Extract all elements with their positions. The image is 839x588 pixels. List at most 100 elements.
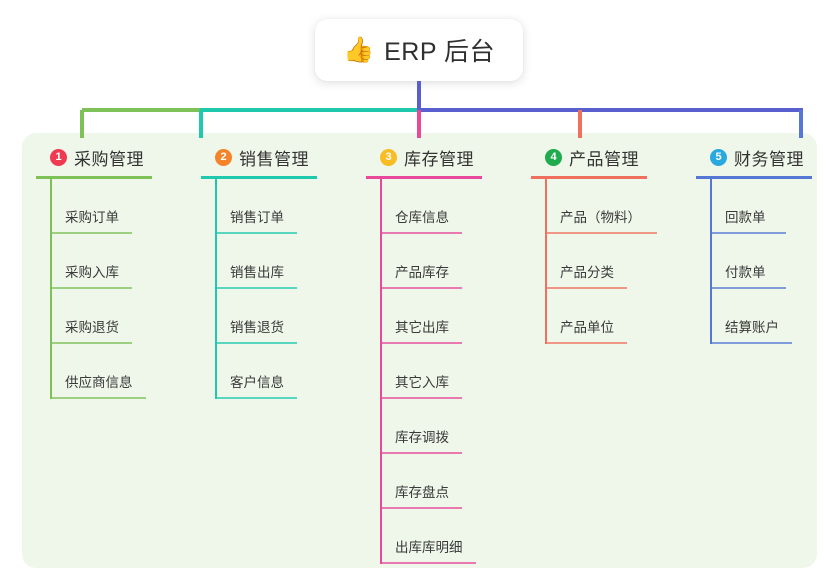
menu-item-label: 采购入库 [65, 265, 119, 280]
column-title-3: 库存管理 [404, 149, 474, 169]
menu-item-rule [215, 397, 297, 399]
column-rule-1 [36, 176, 152, 179]
column-header-4[interactable]: 4 产品管理 [531, 145, 647, 169]
menu-item[interactable]: 采购订单 [36, 179, 152, 234]
root-node-erp-backend[interactable]: 👍 ERP 后台 [315, 19, 523, 81]
column-spine-2 [215, 179, 217, 399]
column-header-3[interactable]: 3 库存管理 [366, 145, 482, 169]
menu-item[interactable]: 销售出库 [201, 234, 317, 289]
drop-finance [799, 110, 803, 138]
menu-item-rule [50, 287, 132, 289]
menu-item-label: 回款单 [725, 210, 766, 225]
menu-item[interactable]: 出库库明细 [366, 509, 482, 564]
menu-item-label: 付款单 [725, 265, 766, 280]
menu-item[interactable]: 库存调拨 [366, 399, 482, 454]
column-body-2: 销售订单销售出库销售退货客户信息 [201, 179, 317, 399]
column-badge-1: 1 [50, 148, 67, 166]
menu-item-rule [380, 342, 462, 344]
column-1: 1 采购管理采购订单采购入库采购退货供应商信息 [36, 145, 152, 399]
menu-item-label: 采购订单 [65, 210, 119, 225]
menu-item-rule [545, 287, 627, 289]
column-rule-2 [201, 176, 317, 179]
column-badge-4: 4 [545, 148, 562, 166]
menu-item-label: 产品分类 [560, 265, 614, 280]
menu-item-label: 产品库存 [395, 265, 449, 280]
menu-item[interactable]: 库存盘点 [366, 454, 482, 509]
menu-item-rule [50, 342, 132, 344]
menu-item[interactable]: 销售订单 [201, 179, 317, 234]
column-title-5: 财务管理 [734, 149, 804, 169]
menu-item[interactable]: 产品库存 [366, 234, 482, 289]
drop-purchasing [80, 110, 84, 138]
drop-product [578, 110, 582, 138]
menu-item-rule [545, 342, 627, 344]
menu-item-rule [215, 287, 297, 289]
menu-item-rule [380, 562, 476, 564]
menu-item-label: 销售退货 [230, 320, 284, 335]
column-rule-4 [531, 176, 647, 179]
menu-item-rule [710, 287, 786, 289]
drop-inventory [417, 110, 421, 138]
column-rule-3 [366, 176, 482, 179]
menu-item-rule [380, 397, 462, 399]
menu-item-label: 其它出库 [395, 320, 449, 335]
menu-item[interactable]: 销售退货 [201, 289, 317, 344]
column-body-5: 回款单付款单结算账户 [696, 179, 812, 344]
trunk-connector [417, 81, 421, 110]
menu-item[interactable]: 采购入库 [36, 234, 152, 289]
menu-item[interactable]: 仓库信息 [366, 179, 482, 234]
menu-item-rule [380, 232, 462, 234]
column-badge-3: 3 [380, 148, 397, 166]
thumbs-up-icon: 👍 [342, 35, 375, 64]
menu-item[interactable]: 回款单 [696, 179, 812, 234]
menu-item-rule [380, 452, 462, 454]
column-title-4: 产品管理 [569, 149, 639, 169]
menu-item-rule [710, 232, 786, 234]
menu-item-label: 客户信息 [230, 375, 284, 390]
menu-item-label: 其它入库 [395, 375, 449, 390]
column-title-2: 销售管理 [239, 149, 309, 169]
column-header-1[interactable]: 1 采购管理 [36, 145, 152, 169]
menu-item-label: 仓库信息 [395, 210, 449, 225]
bus-segment-blue [417, 108, 803, 112]
menu-item[interactable]: 其它出库 [366, 289, 482, 344]
menu-item-label: 产品（物料） [560, 210, 641, 225]
menu-item[interactable]: 供应商信息 [36, 344, 152, 399]
menu-item[interactable]: 客户信息 [201, 344, 317, 399]
menu-item[interactable]: 采购退货 [36, 289, 152, 344]
menu-item[interactable]: 结算账户 [696, 289, 812, 344]
column-badge-2: 2 [215, 148, 232, 166]
menu-item-label: 库存调拨 [395, 430, 449, 445]
column-spine-5 [710, 179, 712, 344]
menu-item[interactable]: 付款单 [696, 234, 812, 289]
diagram-panel [22, 133, 817, 568]
column-2: 2 销售管理销售订单销售出库销售退货客户信息 [201, 145, 317, 399]
menu-item-rule [215, 232, 297, 234]
menu-item-label: 采购退货 [65, 320, 119, 335]
column-spine-1 [50, 179, 52, 399]
column-3: 3 库存管理仓库信息产品库存其它出库其它入库库存调拨库存盘点出库库明细 [366, 145, 482, 564]
drop-sales [199, 110, 203, 138]
menu-item-label: 出库库明细 [395, 540, 463, 555]
column-spine-3 [380, 179, 382, 564]
bus-segment-teal [200, 108, 419, 112]
menu-item-label: 销售出库 [230, 265, 284, 280]
menu-item-rule [380, 507, 462, 509]
root-node-title: ERP 后台 [384, 38, 496, 66]
bus-segment-green [82, 108, 202, 112]
menu-item-rule [710, 342, 792, 344]
menu-item-label: 供应商信息 [65, 375, 133, 390]
menu-item-label: 库存盘点 [395, 485, 449, 500]
column-body-4: 产品（物料） 产品分类产品单位 [531, 179, 657, 344]
menu-item-label: 结算账户 [725, 320, 779, 335]
column-header-2[interactable]: 2 销售管理 [201, 145, 317, 169]
column-title-1: 采购管理 [74, 149, 144, 169]
menu-item[interactable]: 产品分类 [531, 234, 647, 289]
column-body-1: 采购订单采购入库采购退货供应商信息 [36, 179, 152, 399]
menu-item[interactable]: 产品单位 [531, 289, 647, 344]
menu-item[interactable]: 其它入库 [366, 344, 482, 399]
menu-item-rule [50, 232, 132, 234]
menu-item[interactable]: 产品（物料） [531, 179, 657, 234]
